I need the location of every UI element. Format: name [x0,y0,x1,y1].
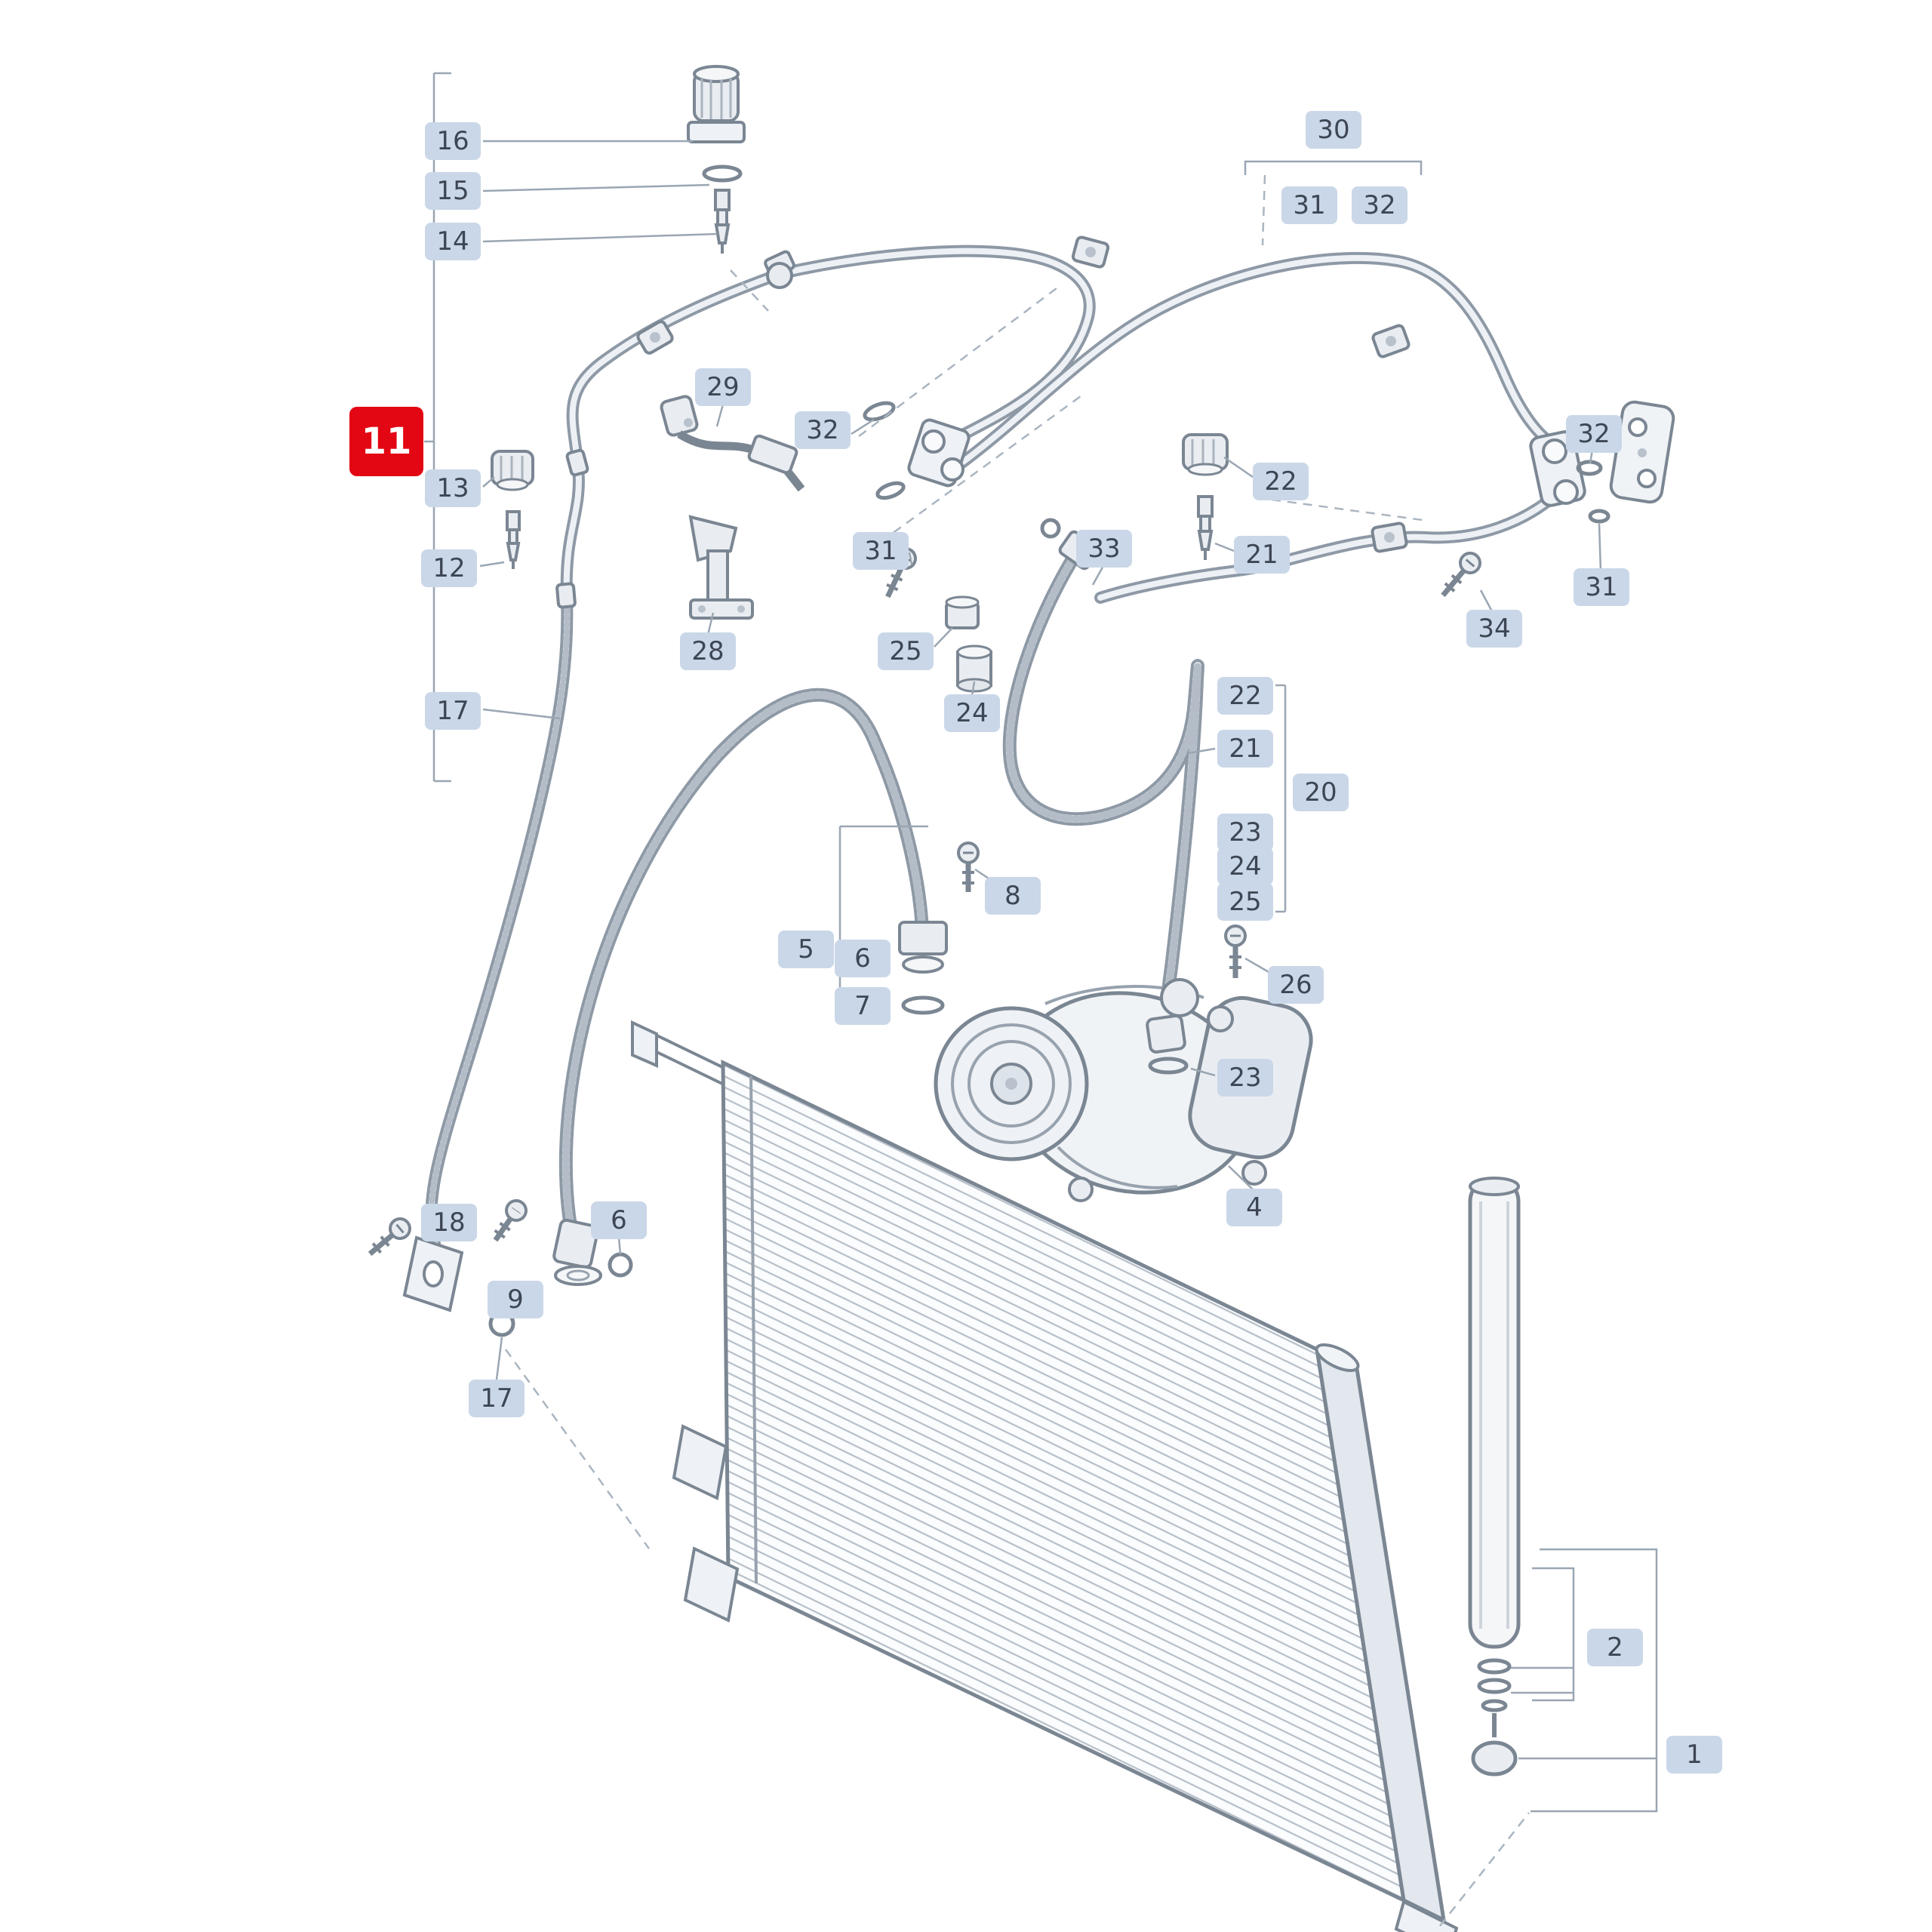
part-label-34[interactable]: 34 [1466,610,1522,648]
union-nut-fitting-icon [898,921,948,974]
part-label-1[interactable]: 1 [1666,1736,1722,1774]
part-label-12[interactable]: 12 [421,549,477,587]
pipe-flange-fitting-icon [907,418,971,488]
highlighted-part-label-11[interactable]: 11 [349,407,423,476]
part-label-25[interactable]: 25 [878,632,934,670]
part-label-6[interactable]: 6 [591,1201,647,1239]
pipe-clamp-icon [1071,235,1110,269]
grommet-25-icon [945,595,980,629]
part-label-24[interactable]: 24 [944,694,1000,732]
refrigerant-pipes-illustration [425,245,1562,1250]
o-ring-15-icon [702,165,743,183]
part-label-20[interactable]: 20 [1293,774,1349,811]
part-label-30[interactable]: 30 [1306,111,1361,149]
pipe-clamp-icon [1371,521,1408,553]
part-label-31[interactable]: 31 [1281,186,1337,224]
refrigerant-hoses-illustration [558,530,1204,1249]
part-label-32[interactable]: 32 [1566,415,1622,453]
part-label-31[interactable]: 31 [1574,568,1629,606]
o-ring-7-icon [901,995,945,1015]
receiver-drier-illustration [1468,1177,1521,1777]
o-ring-32-icon [1576,460,1603,476]
part-label-17[interactable]: 17 [425,692,481,730]
part-label-18[interactable]: 18 [421,1204,477,1241]
hose-end-fitting-icon [1146,1014,1186,1054]
o-ring-23-icon [1148,1057,1189,1075]
part-label-13[interactable]: 13 [425,469,481,507]
valve-cap-22-icon [1182,433,1229,476]
part-label-17[interactable]: 17 [469,1380,525,1417]
part-label-26[interactable]: 26 [1268,966,1324,1004]
part-label-21[interactable]: 21 [1217,730,1273,768]
part-label-32[interactable]: 32 [795,411,851,449]
pipe-end-flange-icon [402,1235,464,1312]
part-label-31[interactable]: 31 [853,532,909,570]
part-label-25[interactable]: 25 [1217,883,1273,921]
part-label-15[interactable]: 15 [425,172,481,210]
part-label-23[interactable]: 23 [1217,1059,1273,1097]
valve-core-14-icon [714,189,731,254]
part-label-9[interactable]: 9 [488,1281,543,1318]
screw-8-icon [957,841,980,892]
part-label-22[interactable]: 22 [1253,463,1309,500]
o-ring-32-icon [875,481,906,500]
part-label-5[interactable]: 5 [778,931,834,968]
screw-26-icon [1224,924,1247,978]
part-label-28[interactable]: 28 [680,632,736,670]
part-label-14[interactable]: 14 [425,223,481,260]
part-label-8[interactable]: 8 [985,877,1041,915]
pipe-clamp-icon [1371,324,1411,358]
o-ring-icon [1040,518,1061,539]
part-label-32[interactable]: 32 [1352,186,1407,224]
o-ring-32-icon [863,401,896,422]
part-label-33[interactable]: 33 [1076,530,1132,568]
part-label-21[interactable]: 21 [1234,536,1290,574]
valve-core-21-icon [1197,495,1214,560]
retainer-bracket-29-icon [660,395,805,492]
part-label-7[interactable]: 7 [835,987,891,1025]
part-label-29[interactable]: 29 [695,368,751,406]
part-label-23[interactable]: 23 [1217,814,1273,851]
valve-core-12-icon [506,510,521,569]
part-label-24[interactable]: 24 [1217,848,1273,885]
pipe-clamp-icon [636,320,674,355]
o-ring-31-icon [1588,509,1611,524]
part-label-6[interactable]: 6 [835,940,891,977]
holder-bracket-28-icon [688,515,754,620]
part-label-2[interactable]: 2 [1587,1629,1643,1666]
screw-18-icon [368,1217,411,1257]
part-label-16[interactable]: 16 [425,122,481,160]
part-label-22[interactable]: 22 [1217,677,1273,715]
dashed-construction-lines [504,174,1530,1927]
part-label-4[interactable]: 4 [1226,1189,1282,1226]
screw-34-icon [1441,552,1481,598]
screw-icon [493,1199,528,1242]
valve-cap-16-icon [687,65,746,143]
hose-end-fitting-icon [552,1218,602,1286]
valve-cap-13-icon [491,450,534,491]
